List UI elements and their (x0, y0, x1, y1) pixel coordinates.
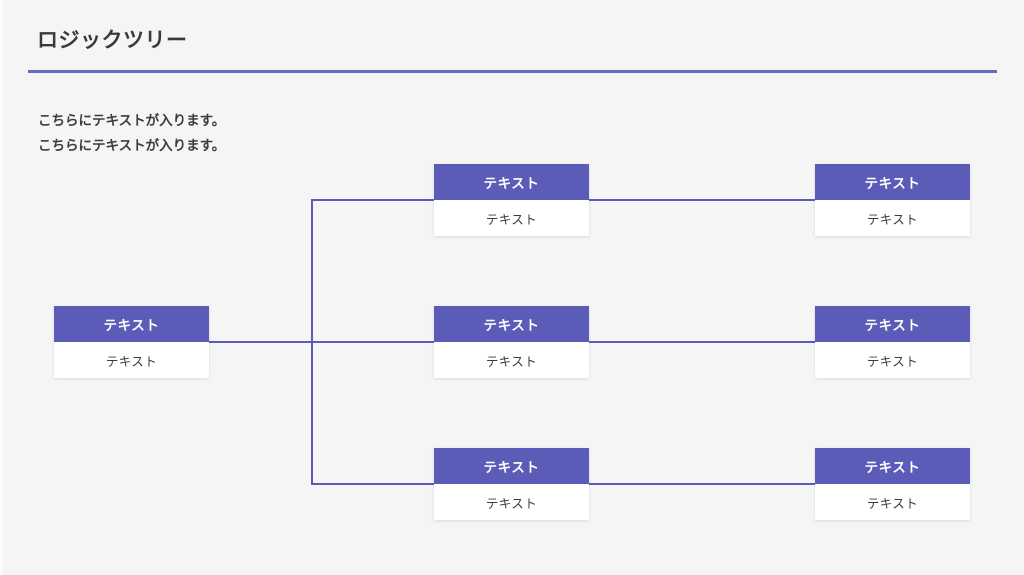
tree-node-level2-2[interactable]: テキスト テキスト (434, 306, 589, 378)
slide-edge-strip (0, 0, 3, 575)
tree-node-level2-2-body: テキスト (434, 342, 589, 378)
tree-node-level3-3-header: テキスト (815, 448, 970, 484)
tree-node-level2-1[interactable]: テキスト テキスト (434, 164, 589, 236)
tree-node-level3-2[interactable]: テキスト テキスト (815, 306, 970, 378)
page-title: ロジックツリー (37, 29, 188, 52)
tree-node-level2-1-body: テキスト (434, 200, 589, 236)
tree-node-level3-1-header: テキスト (815, 164, 970, 200)
connector-trunk-vertical (311, 199, 313, 485)
tree-node-root-header: テキスト (54, 306, 209, 342)
tree-node-level2-2-header: テキスト (434, 306, 589, 342)
tree-node-root[interactable]: テキスト テキスト (54, 306, 209, 378)
tree-node-level2-3-header: テキスト (434, 448, 589, 484)
connector-root-to-trunk (209, 341, 313, 343)
connector-trunk-to-node-2-2 (311, 341, 435, 343)
tree-node-level3-2-body: テキスト (815, 342, 970, 378)
title-divider (28, 70, 997, 73)
tree-node-level3-2-header: テキスト (815, 306, 970, 342)
connector-trunk-to-node-2-1 (311, 199, 435, 201)
tree-node-level2-1-header: テキスト (434, 164, 589, 200)
connector-trunk-to-node-2-3 (311, 483, 435, 485)
tree-node-level3-3[interactable]: テキスト テキスト (815, 448, 970, 520)
lead-paragraph: こちらにテキストが入ります。 こちらにテキストが入ります。 (38, 108, 225, 158)
connector-node-2-3-to-node-3-3 (589, 483, 816, 485)
tree-node-level3-1[interactable]: テキスト テキスト (815, 164, 970, 236)
tree-node-level3-3-body: テキスト (815, 484, 970, 520)
tree-node-level3-1-body: テキスト (815, 200, 970, 236)
connector-node-2-2-to-node-3-2 (589, 341, 816, 343)
lead-line-2: こちらにテキストが入ります。 (38, 138, 226, 153)
lead-line-1: こちらにテキストが入ります。 (38, 113, 226, 128)
tree-node-root-body: テキスト (54, 342, 209, 378)
connector-node-2-1-to-node-3-1 (589, 199, 816, 201)
tree-node-level2-3-body: テキスト (434, 484, 589, 520)
tree-node-level2-3[interactable]: テキスト テキスト (434, 448, 589, 520)
